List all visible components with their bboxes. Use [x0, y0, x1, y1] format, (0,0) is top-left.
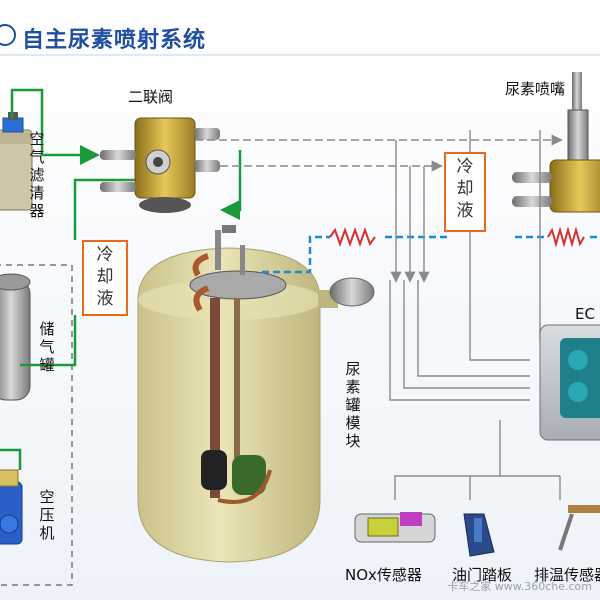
- urea-tank-icon: [137, 225, 375, 563]
- nox-sensor-label: NOx传感器: [345, 566, 422, 584]
- urea-nozzle-icon: [512, 72, 600, 213]
- coolant-box-right: 冷却液: [444, 152, 486, 232]
- compressor-icon: [0, 469, 23, 545]
- page-title: 自主尿素喷射系统: [22, 28, 207, 53]
- coolant-box-left: 冷却液: [82, 240, 128, 316]
- compressor-label: 空压机: [39, 488, 55, 542]
- title-bullet-icon: [0, 24, 16, 46]
- watermark: 卡车之家 www.360che.com: [447, 580, 592, 593]
- ecu-icon: [539, 324, 600, 441]
- exhaust-temp-label: 排温传感器: [534, 566, 600, 584]
- two-way-valve-icon: [100, 117, 220, 213]
- two-way-valve-label: 二联阀: [128, 88, 174, 106]
- nox-sensor-icon: [354, 512, 436, 543]
- coolant-label-left: 冷却液: [96, 245, 114, 309]
- exhaust-temp-sensor-icon: [558, 505, 600, 551]
- urea-line: [262, 226, 600, 274]
- air-tank-icon: [0, 273, 31, 401]
- ecu-label: EC: [575, 305, 595, 323]
- pedal-icon: [463, 513, 495, 557]
- coolant-label-right: 冷却液: [456, 157, 474, 221]
- air-system-frame: [0, 264, 73, 586]
- urea-nozzle-label: 尿素喷嘴: [505, 80, 566, 98]
- air-tank-label: 储气罐: [39, 320, 55, 374]
- air-filter-icon: [0, 112, 33, 211]
- pedal-label: 油门踏板: [452, 566, 513, 584]
- air-filter-label: 空气滤清器: [29, 130, 45, 220]
- urea-module-label: 尿素罐模块: [345, 360, 361, 450]
